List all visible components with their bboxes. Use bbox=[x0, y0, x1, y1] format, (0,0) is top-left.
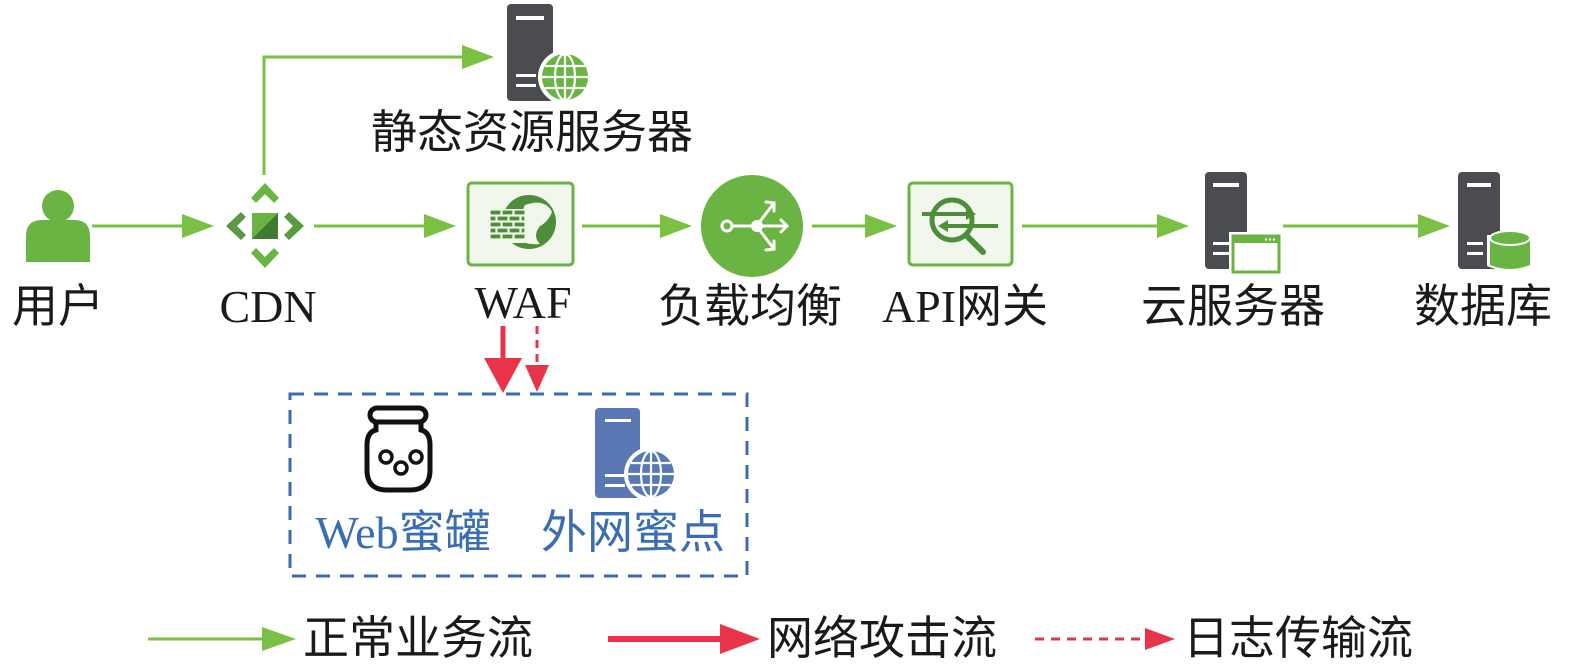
node-label-static-server: 静态资源服务器 bbox=[371, 107, 693, 158]
web-server-icon bbox=[507, 4, 592, 104]
app-server-icon bbox=[1205, 172, 1283, 276]
legend-log-arrow bbox=[1035, 628, 1175, 650]
node-label-database: 数据库 bbox=[1414, 281, 1552, 332]
node-label-waf: WAF bbox=[474, 277, 572, 328]
decoy-server-icon bbox=[595, 408, 678, 501]
node-label-web-honeypot: Web蜜罐 bbox=[315, 507, 491, 558]
edge-cdn-waf bbox=[314, 214, 456, 238]
edge-waf-attack bbox=[484, 326, 522, 393]
edge-api-cloud bbox=[1022, 214, 1189, 238]
node-label-cdn: CDN bbox=[219, 281, 317, 332]
node-label-load-balancer: 负载均衡 bbox=[658, 281, 842, 332]
edge-lb-api bbox=[812, 214, 897, 238]
honeypot-group-box bbox=[288, 392, 749, 578]
node-label-cloud-server: 云服务器 bbox=[1141, 281, 1325, 332]
node-label-user: 用户 bbox=[12, 281, 104, 332]
load-balancer-icon bbox=[701, 175, 803, 277]
firewall-globe-icon bbox=[466, 181, 575, 267]
legend-normal-arrow bbox=[148, 627, 296, 651]
user-icon bbox=[26, 190, 90, 262]
legend-attack-arrow bbox=[608, 624, 760, 654]
database-server-icon bbox=[1458, 172, 1533, 271]
edge-cdn-static bbox=[262, 45, 494, 175]
honey-jar-icon bbox=[364, 405, 433, 493]
api-gateway-icon bbox=[907, 181, 1014, 267]
legend-label-attack: 网络攻击流 bbox=[767, 613, 997, 664]
cdn-icon bbox=[226, 183, 304, 268]
legend-label-normal: 正常业务流 bbox=[303, 613, 533, 664]
node-label-decoy: 外网蜜点 bbox=[541, 507, 725, 558]
edge-user-cdn bbox=[92, 214, 214, 238]
edge-waf-log bbox=[525, 326, 549, 392]
legend-label-log: 日志传输流 bbox=[1183, 613, 1413, 664]
edge-waf-lb bbox=[582, 214, 692, 238]
edge-cloud-db bbox=[1283, 214, 1450, 238]
node-label-api-gateway: API网关 bbox=[881, 281, 1049, 332]
